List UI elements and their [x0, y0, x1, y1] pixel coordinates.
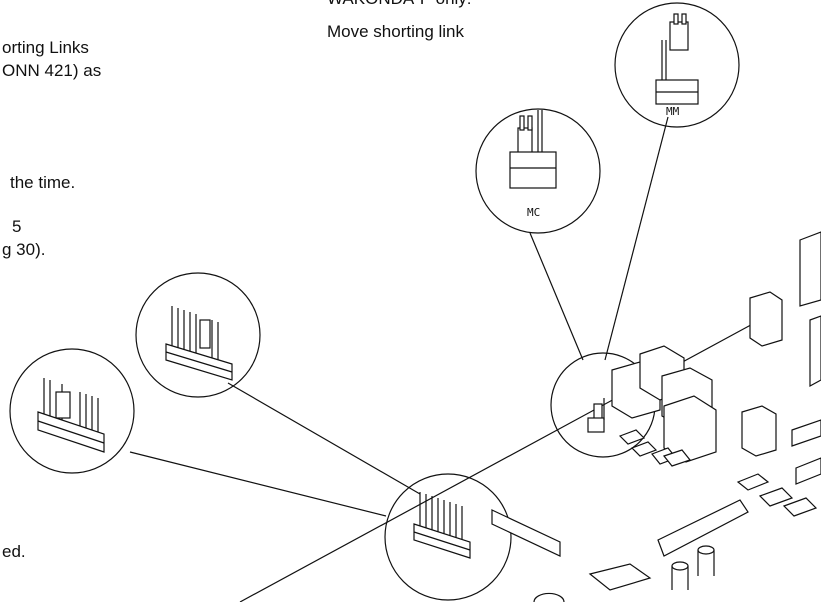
jumper-mc-icon: [509, 110, 557, 189]
jumper-mm-icon: [655, 13, 699, 105]
note-title: WAKONDA-P only:: [327, 0, 472, 10]
note-instruction: Move shorting link: [327, 22, 465, 41]
label-mm: MM: [666, 105, 680, 118]
instruction-text-line-5: g 30).: [2, 240, 46, 259]
instruction-text-line-2: ONN 421) as: [2, 61, 102, 80]
pin-header-board-icon: [413, 492, 471, 559]
leader-line-header2: [227, 382, 421, 495]
pin-header-2-icon: [165, 306, 233, 381]
callout-circle-board: [384, 473, 512, 601]
callout-circle-mm: [614, 2, 740, 128]
instruction-text-line-1: orting Links: [2, 38, 89, 57]
leader-line-mc: [529, 232, 584, 361]
leader-line-mm: [604, 116, 669, 361]
circuit-board-components: [491, 231, 821, 602]
leader-line-header1: [129, 451, 387, 517]
pin-header-1-icon: [37, 378, 105, 453]
instruction-text-line-4: 5: [12, 217, 22, 236]
instruction-text-line-3: the time.: [10, 173, 76, 192]
label-mc: MC: [527, 206, 540, 219]
callout-circle-mc: [475, 108, 601, 234]
callout-circle-header2: [135, 272, 261, 398]
callout-circle-header1: [9, 348, 135, 474]
instruction-text-line-6: ed.: [2, 542, 26, 561]
